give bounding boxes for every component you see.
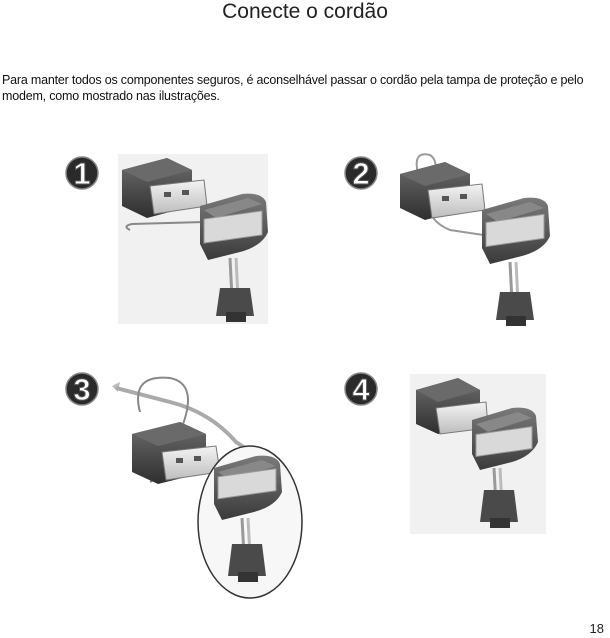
step-2-badge: 2 (344, 156, 378, 190)
step-1-number: 1 (73, 156, 90, 190)
page-number: 18 (589, 621, 604, 636)
step-1-badge: 1 (65, 156, 99, 190)
step-2-number: 2 (352, 156, 369, 190)
step-1-illustration (118, 154, 268, 324)
page-title: Conecte o cordão (222, 0, 388, 23)
step-3-illustration (112, 376, 303, 599)
intro-paragraph: Para manter todos os componentes seguros… (2, 73, 584, 103)
step-4-number: 4 (352, 372, 370, 406)
step-3-number: 3 (73, 372, 90, 406)
step-4-illustration (410, 374, 546, 534)
step-4-badge: 4 (344, 372, 378, 406)
step-2-illustration (400, 153, 550, 326)
step-3-badge: 3 (65, 372, 99, 406)
